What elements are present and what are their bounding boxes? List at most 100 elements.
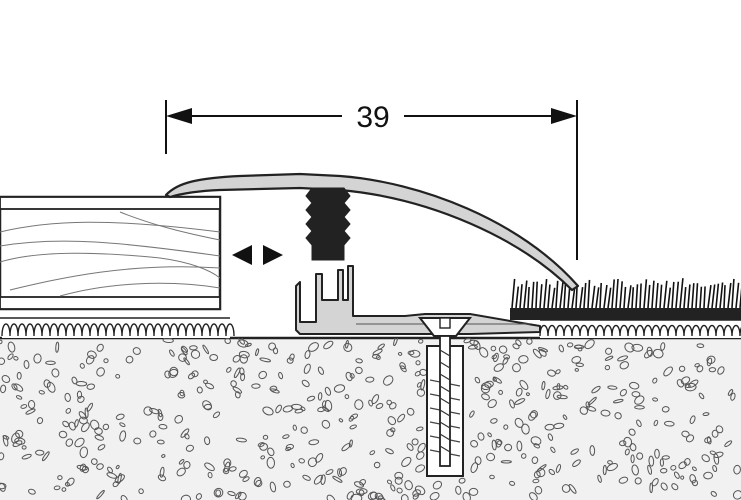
pebble xyxy=(259,442,268,451)
pebble xyxy=(386,479,393,485)
pebble xyxy=(562,414,568,420)
pebble xyxy=(470,440,479,448)
pebble xyxy=(178,353,187,362)
pebble xyxy=(115,373,121,379)
pebble xyxy=(537,464,547,472)
pebble xyxy=(397,413,406,423)
pebble xyxy=(115,464,120,470)
pebble xyxy=(346,491,354,500)
pebble xyxy=(712,465,718,472)
pebble xyxy=(474,376,481,384)
pebble xyxy=(512,363,521,373)
pebble xyxy=(648,455,655,467)
pebble xyxy=(493,363,504,372)
pebble xyxy=(138,488,144,495)
pebble xyxy=(338,418,344,423)
pebble xyxy=(509,399,515,409)
pebble xyxy=(14,437,26,445)
pebble xyxy=(671,483,679,491)
pebble xyxy=(90,419,100,430)
pebble xyxy=(404,480,413,491)
pebble xyxy=(708,367,717,373)
pebble xyxy=(602,464,607,476)
pebble xyxy=(1,375,11,383)
pebble xyxy=(689,415,696,424)
pebble xyxy=(486,452,496,462)
pebble xyxy=(58,430,68,439)
pebble xyxy=(417,442,426,453)
pebble xyxy=(0,339,3,345)
pebble xyxy=(300,426,308,434)
pebble xyxy=(479,347,489,358)
pebble xyxy=(190,349,201,359)
pebble xyxy=(0,452,5,461)
pebble xyxy=(717,366,725,375)
pebble xyxy=(298,458,305,464)
pebble xyxy=(308,439,320,446)
pebble xyxy=(355,366,363,375)
pebble xyxy=(79,363,85,369)
pebble xyxy=(688,379,699,388)
pebble xyxy=(605,347,613,355)
pebble xyxy=(400,494,409,500)
pebble xyxy=(377,495,385,500)
pebble xyxy=(415,464,426,473)
pebble xyxy=(600,409,611,417)
pebble xyxy=(348,439,353,448)
pebble xyxy=(245,342,252,347)
pebble xyxy=(258,370,268,380)
pebble xyxy=(516,440,523,452)
pebble xyxy=(387,416,397,426)
pebble xyxy=(322,406,330,413)
pebble xyxy=(589,445,596,456)
pebble xyxy=(412,493,419,500)
pebble xyxy=(634,477,642,485)
pebble xyxy=(418,338,424,344)
pebble xyxy=(204,436,211,446)
pebble xyxy=(174,414,184,424)
pebble xyxy=(162,338,174,344)
pebble xyxy=(275,404,282,414)
pebble xyxy=(349,413,359,420)
pebble xyxy=(25,408,36,415)
pebble xyxy=(156,439,165,445)
pebble xyxy=(652,397,659,402)
pebble xyxy=(652,348,664,359)
pebble xyxy=(344,394,350,400)
pebble xyxy=(636,419,642,428)
pebble xyxy=(566,342,574,348)
pebble xyxy=(651,478,659,487)
pebble xyxy=(484,380,494,388)
pebble xyxy=(36,417,44,425)
pebble xyxy=(681,430,690,438)
pebble xyxy=(41,451,50,462)
pebble xyxy=(46,381,56,393)
pebble xyxy=(53,485,61,491)
pebble xyxy=(212,411,221,419)
pebble xyxy=(406,407,415,416)
pebble xyxy=(698,392,705,400)
pebble xyxy=(240,372,246,382)
pebble xyxy=(321,419,331,429)
pebble xyxy=(317,406,326,413)
pebble xyxy=(103,358,109,364)
pebble xyxy=(132,347,141,355)
pebble xyxy=(631,343,644,352)
pebble xyxy=(234,391,241,399)
pebble xyxy=(597,474,602,483)
pebble xyxy=(416,388,426,397)
dimension-value-label: 39 xyxy=(356,101,389,134)
pebble xyxy=(572,459,581,467)
pebble xyxy=(680,376,691,385)
pebble xyxy=(161,454,166,458)
pebble xyxy=(251,383,261,389)
pebble xyxy=(207,471,213,479)
pebble xyxy=(556,383,561,390)
pebble xyxy=(262,406,274,416)
pebble xyxy=(202,400,213,411)
pebble xyxy=(308,342,319,352)
pebble xyxy=(613,398,624,404)
pebble xyxy=(326,494,336,500)
pebble xyxy=(623,436,633,448)
pebble xyxy=(158,423,168,430)
